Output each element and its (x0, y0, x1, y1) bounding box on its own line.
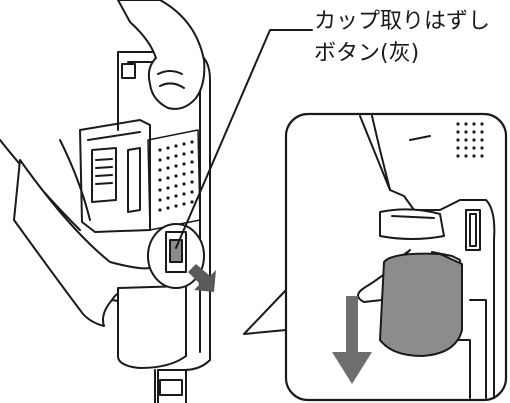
detail-panel-pointer (243, 289, 287, 335)
dust-cup (117, 285, 187, 369)
callout-label: カップ取りはずし ボタン(灰) (314, 6, 490, 70)
callout-label-line2: ボタン(灰) (314, 41, 420, 66)
battery-pack (79, 119, 151, 233)
detail-cup-rim (379, 208, 445, 240)
upper-hand (117, 0, 206, 110)
callout-label-line1: カップ取りはずし (314, 9, 491, 34)
callout-leader-line (175, 29, 313, 249)
vent-grille (147, 129, 201, 231)
detail-dust-cup (379, 252, 463, 357)
release-arrow-icon (332, 296, 372, 384)
press-arrow-icon (188, 264, 216, 292)
